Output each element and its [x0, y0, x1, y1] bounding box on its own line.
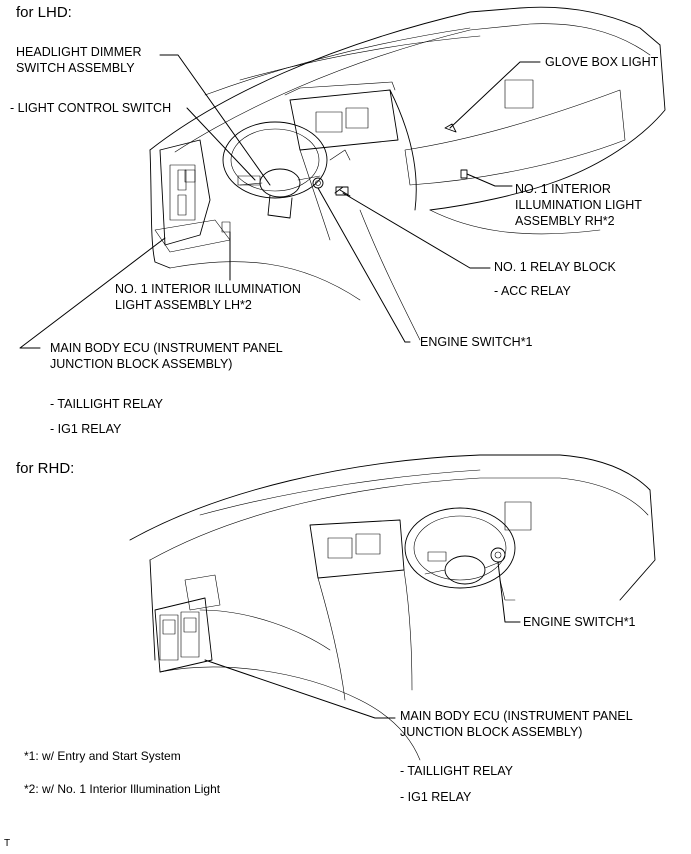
- rhd-main-body-ecu-label-line1: MAIN BODY ECU (INSTRUMENT PANEL: [400, 709, 633, 723]
- lhd-taillight-relay-label: - TAILLIGHT RELAY: [50, 397, 164, 411]
- light-control-switch-label: - LIGHT CONTROL SWITCH: [10, 101, 172, 115]
- footnote-1: *1: w/ Entry and Start System: [24, 749, 181, 763]
- interior-light-lh-label-line2: LIGHT ASSEMBLY LH*2: [115, 298, 252, 312]
- rhd-heading: for RHD:: [16, 460, 75, 477]
- interior-light-lh-label-line1: NO. 1 INTERIOR ILLUMINATION: [115, 282, 301, 296]
- footnote-2: *2: w/ No. 1 Interior Illumination Light: [24, 782, 221, 796]
- glove-box-light-label: GLOVE BOX LIGHT: [545, 55, 659, 69]
- lhd-main-body-ecu-label-line1: MAIN BODY ECU (INSTRUMENT PANEL: [50, 341, 283, 355]
- lhd-main-body-ecu-label-line2: JUNCTION BLOCK ASSEMBLY): [50, 357, 233, 371]
- rhd-ig1-relay-label: - IG1 RELAY: [400, 790, 472, 804]
- lhd-engine-switch-label: ENGINE SWITCH*1: [420, 335, 533, 349]
- headlight-dimmer-label-line1: HEADLIGHT DIMMER: [16, 45, 142, 59]
- interior-light-rh-label-line3: ASSEMBLY RH*2: [515, 214, 615, 228]
- rhd-taillight-relay-label: - TAILLIGHT RELAY: [400, 764, 514, 778]
- corner-mark: T: [4, 838, 11, 849]
- rhd-main-body-ecu-label-line2: JUNCTION BLOCK ASSEMBLY): [400, 725, 583, 739]
- lhd-heading: for LHD:: [16, 4, 72, 21]
- interior-light-rh-label-line1: NO. 1 INTERIOR: [515, 182, 611, 196]
- interior-light-rh-label-line2: ILLUMINATION LIGHT: [515, 198, 642, 212]
- headlight-dimmer-label-line2: SWITCH ASSEMBLY: [16, 61, 135, 75]
- lhd-ig1-relay-label: - IG1 RELAY: [50, 422, 122, 436]
- relay-block-label: NO. 1 RELAY BLOCK: [494, 260, 616, 274]
- lhd-dashboard-illustration: [19, 6, 666, 349]
- rhd-engine-switch-label: ENGINE SWITCH*1: [523, 615, 636, 629]
- acc-relay-label: - ACC RELAY: [494, 284, 571, 298]
